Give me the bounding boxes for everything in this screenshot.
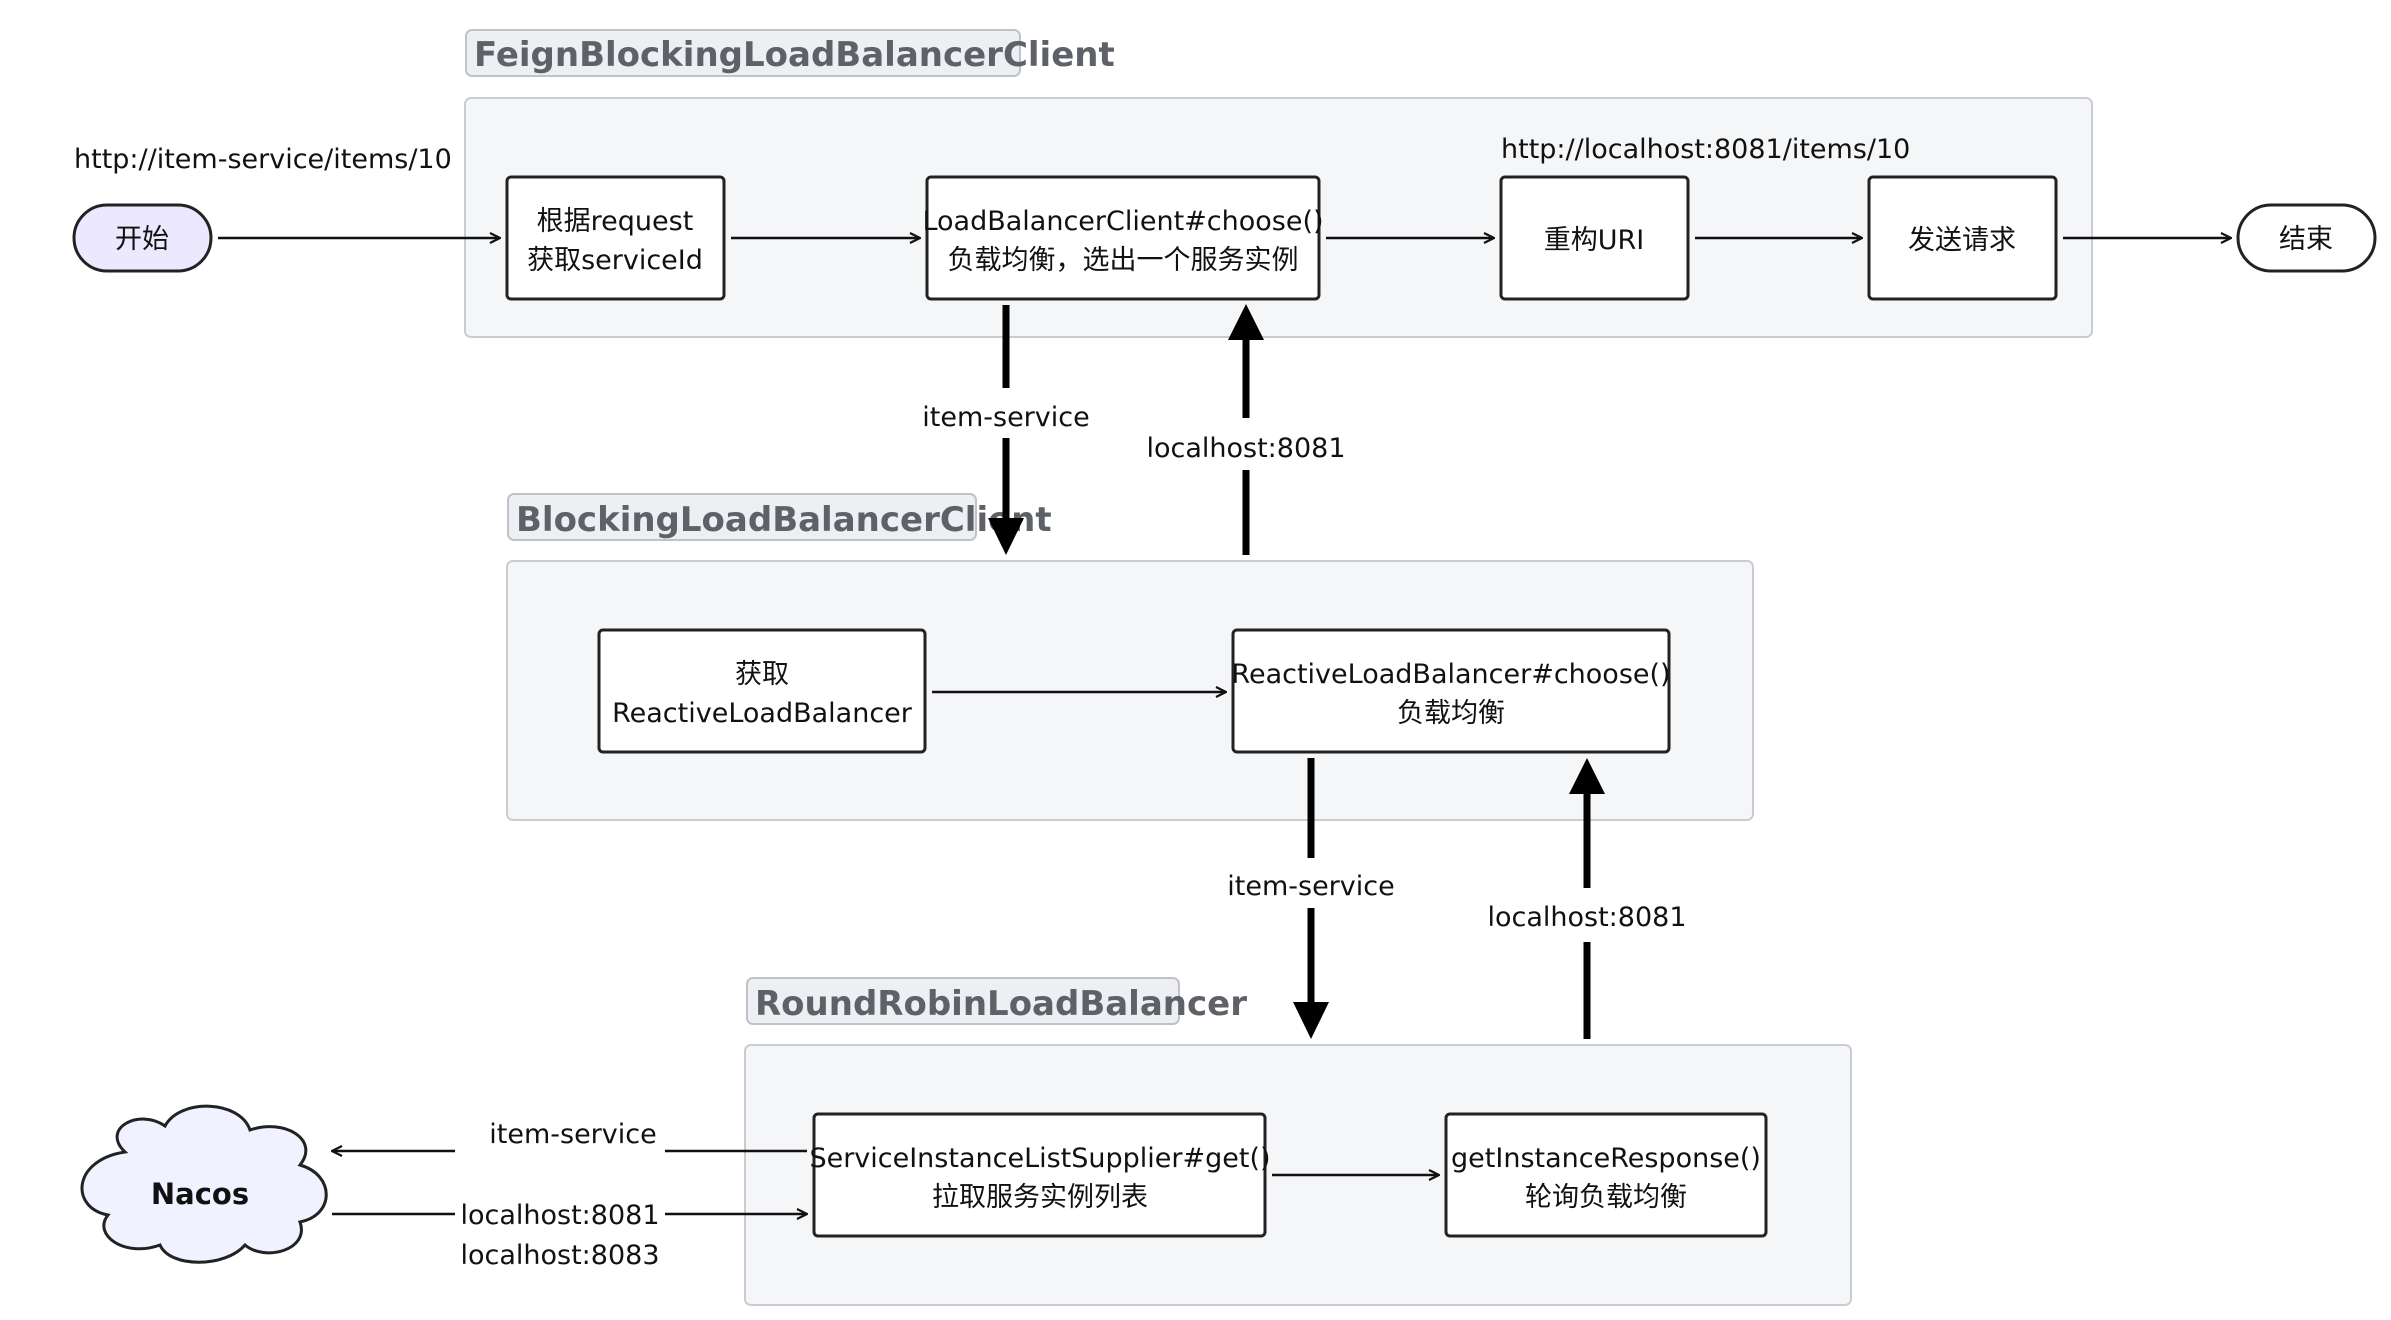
group-feign-title-badge <box>465 29 1021 77</box>
get-instance-response-node <box>1444 1112 1768 1238</box>
nacos-cloud-icon <box>80 1104 328 1264</box>
request-url-label: http://item-service/items/10 <box>74 144 452 175</box>
arrow-instance-up-to-choose <box>1228 304 1264 555</box>
arrow-instance-up-to-reactive-choose <box>1569 758 1605 1039</box>
nacos-instance-label-1: localhost:8081 <box>460 1200 659 1231</box>
group-blocking-title-badge <box>507 493 977 541</box>
rebuild-uri-label: 重构URI <box>1544 225 1645 256</box>
end-node <box>2236 203 2377 273</box>
reactive-choose-node <box>1231 628 1671 754</box>
supplier-get-line1: ServiceInstanceListSupplier#get() <box>809 1143 1270 1174</box>
nacos-instance-label-2: localhost:8083 <box>460 1240 659 1271</box>
send-request-node <box>1867 175 2058 301</box>
group-feign-title: FeignBlockingLoadBalancerClient <box>474 35 1115 75</box>
get-service-id-line1: 根据request <box>537 206 694 237</box>
resolved-url-label: http://localhost:8081/items/10 <box>1501 134 1910 165</box>
arrow-reactive-choose-down-item-service <box>1293 758 1329 1039</box>
get-service-id-line2: 获取serviceId <box>527 245 703 276</box>
get-service-id-node <box>505 175 726 301</box>
load-balancer-choose-node <box>925 175 1321 301</box>
load-balancer-choose-line1: LoadBalancerClient#choose() <box>922 206 1323 237</box>
start-node-label: 开始 <box>115 224 169 255</box>
group-blocking-title: BlockingLoadBalancerClient <box>516 500 1052 540</box>
nacos-service-label: item-service <box>489 1119 656 1150</box>
service-down-label-2: item-service <box>1227 871 1394 902</box>
group-roundrobin-title-badge <box>746 977 1180 1025</box>
arrow-choose-down-item-service <box>988 305 1024 555</box>
instance-up-label-1: localhost:8081 <box>1146 433 1345 464</box>
send-request-label: 发送请求 <box>1908 225 2016 256</box>
get-reactive-load-balancer-line1: 获取 <box>735 659 789 690</box>
get-reactive-load-balancer-node <box>597 628 927 754</box>
group-roundrobin-title: RoundRobinLoadBalancer <box>755 984 1247 1024</box>
get-instance-response-line2: 轮询负载均衡 <box>1525 1182 1687 1213</box>
instance-up-label-2: localhost:8081 <box>1487 902 1686 933</box>
get-reactive-load-balancer-line2: ReactiveLoadBalancer <box>612 698 913 729</box>
group-blocking-load-balancer-client: BlockingLoadBalancerClient <box>506 493 1754 821</box>
start-node <box>72 203 213 273</box>
end-node-label: 结束 <box>2279 224 2333 255</box>
nacos-label: Nacos <box>151 1177 249 1211</box>
supplier-get-node <box>812 1112 1267 1238</box>
reactive-choose-line2: 负载均衡 <box>1397 698 1505 729</box>
group-blocking-container <box>506 560 1754 821</box>
reactive-choose-line1: ReactiveLoadBalancer#choose() <box>1231 659 1670 690</box>
get-instance-response-line1: getInstanceResponse() <box>1451 1143 1761 1174</box>
supplier-get-line2: 拉取服务实例列表 <box>932 1182 1148 1213</box>
service-down-label-1: item-service <box>922 402 1089 433</box>
load-balancer-choose-line2: 负载均衡，选出一个服务实例 <box>948 245 1299 276</box>
rebuild-uri-node <box>1499 175 1690 301</box>
